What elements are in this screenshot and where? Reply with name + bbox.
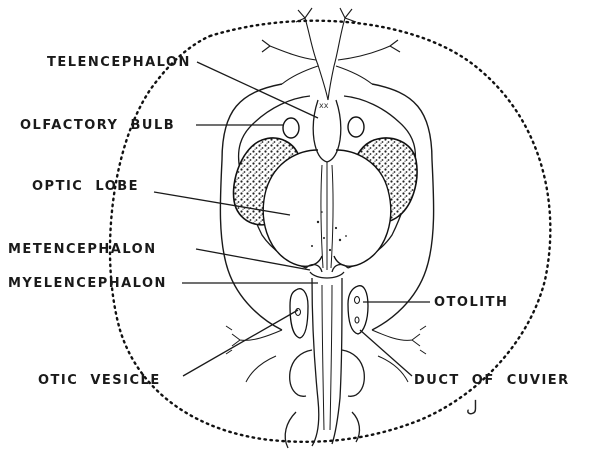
label-myelencephalon: MYELENCEPHALON [8, 276, 167, 291]
leader-duct-of-cuvier [360, 330, 412, 376]
artist-mark: ل [466, 397, 478, 416]
midline [321, 162, 333, 270]
telencephalon-marks: xx [319, 101, 329, 110]
label-metencephalon: METENCEPHALON [8, 242, 157, 257]
label-otolith: OTOLITH [434, 295, 508, 310]
otic-vesicle-right [348, 286, 368, 334]
hindbrain-tube [312, 278, 342, 446]
label-olfactory-bulb: OLFACTORY BULB [20, 118, 175, 133]
label-otic-vesicle: OTIC VESICLE [38, 373, 161, 388]
leader-telencephalon [197, 62, 318, 118]
notochord [322, 285, 332, 430]
leader-otic-vesicle [183, 310, 298, 376]
tail-fold-right [342, 350, 364, 396]
label-optic-lobe: OPTIC LOBE [32, 179, 139, 194]
label-duct-of-cuvier: DUCT OF CUVIER [414, 373, 570, 388]
label-telencephalon: TELENCEPHALON [47, 55, 191, 70]
tail-fold-left [290, 350, 312, 396]
olfactory-bulb-left [283, 118, 299, 138]
olfactory-bulb-right [348, 117, 364, 137]
